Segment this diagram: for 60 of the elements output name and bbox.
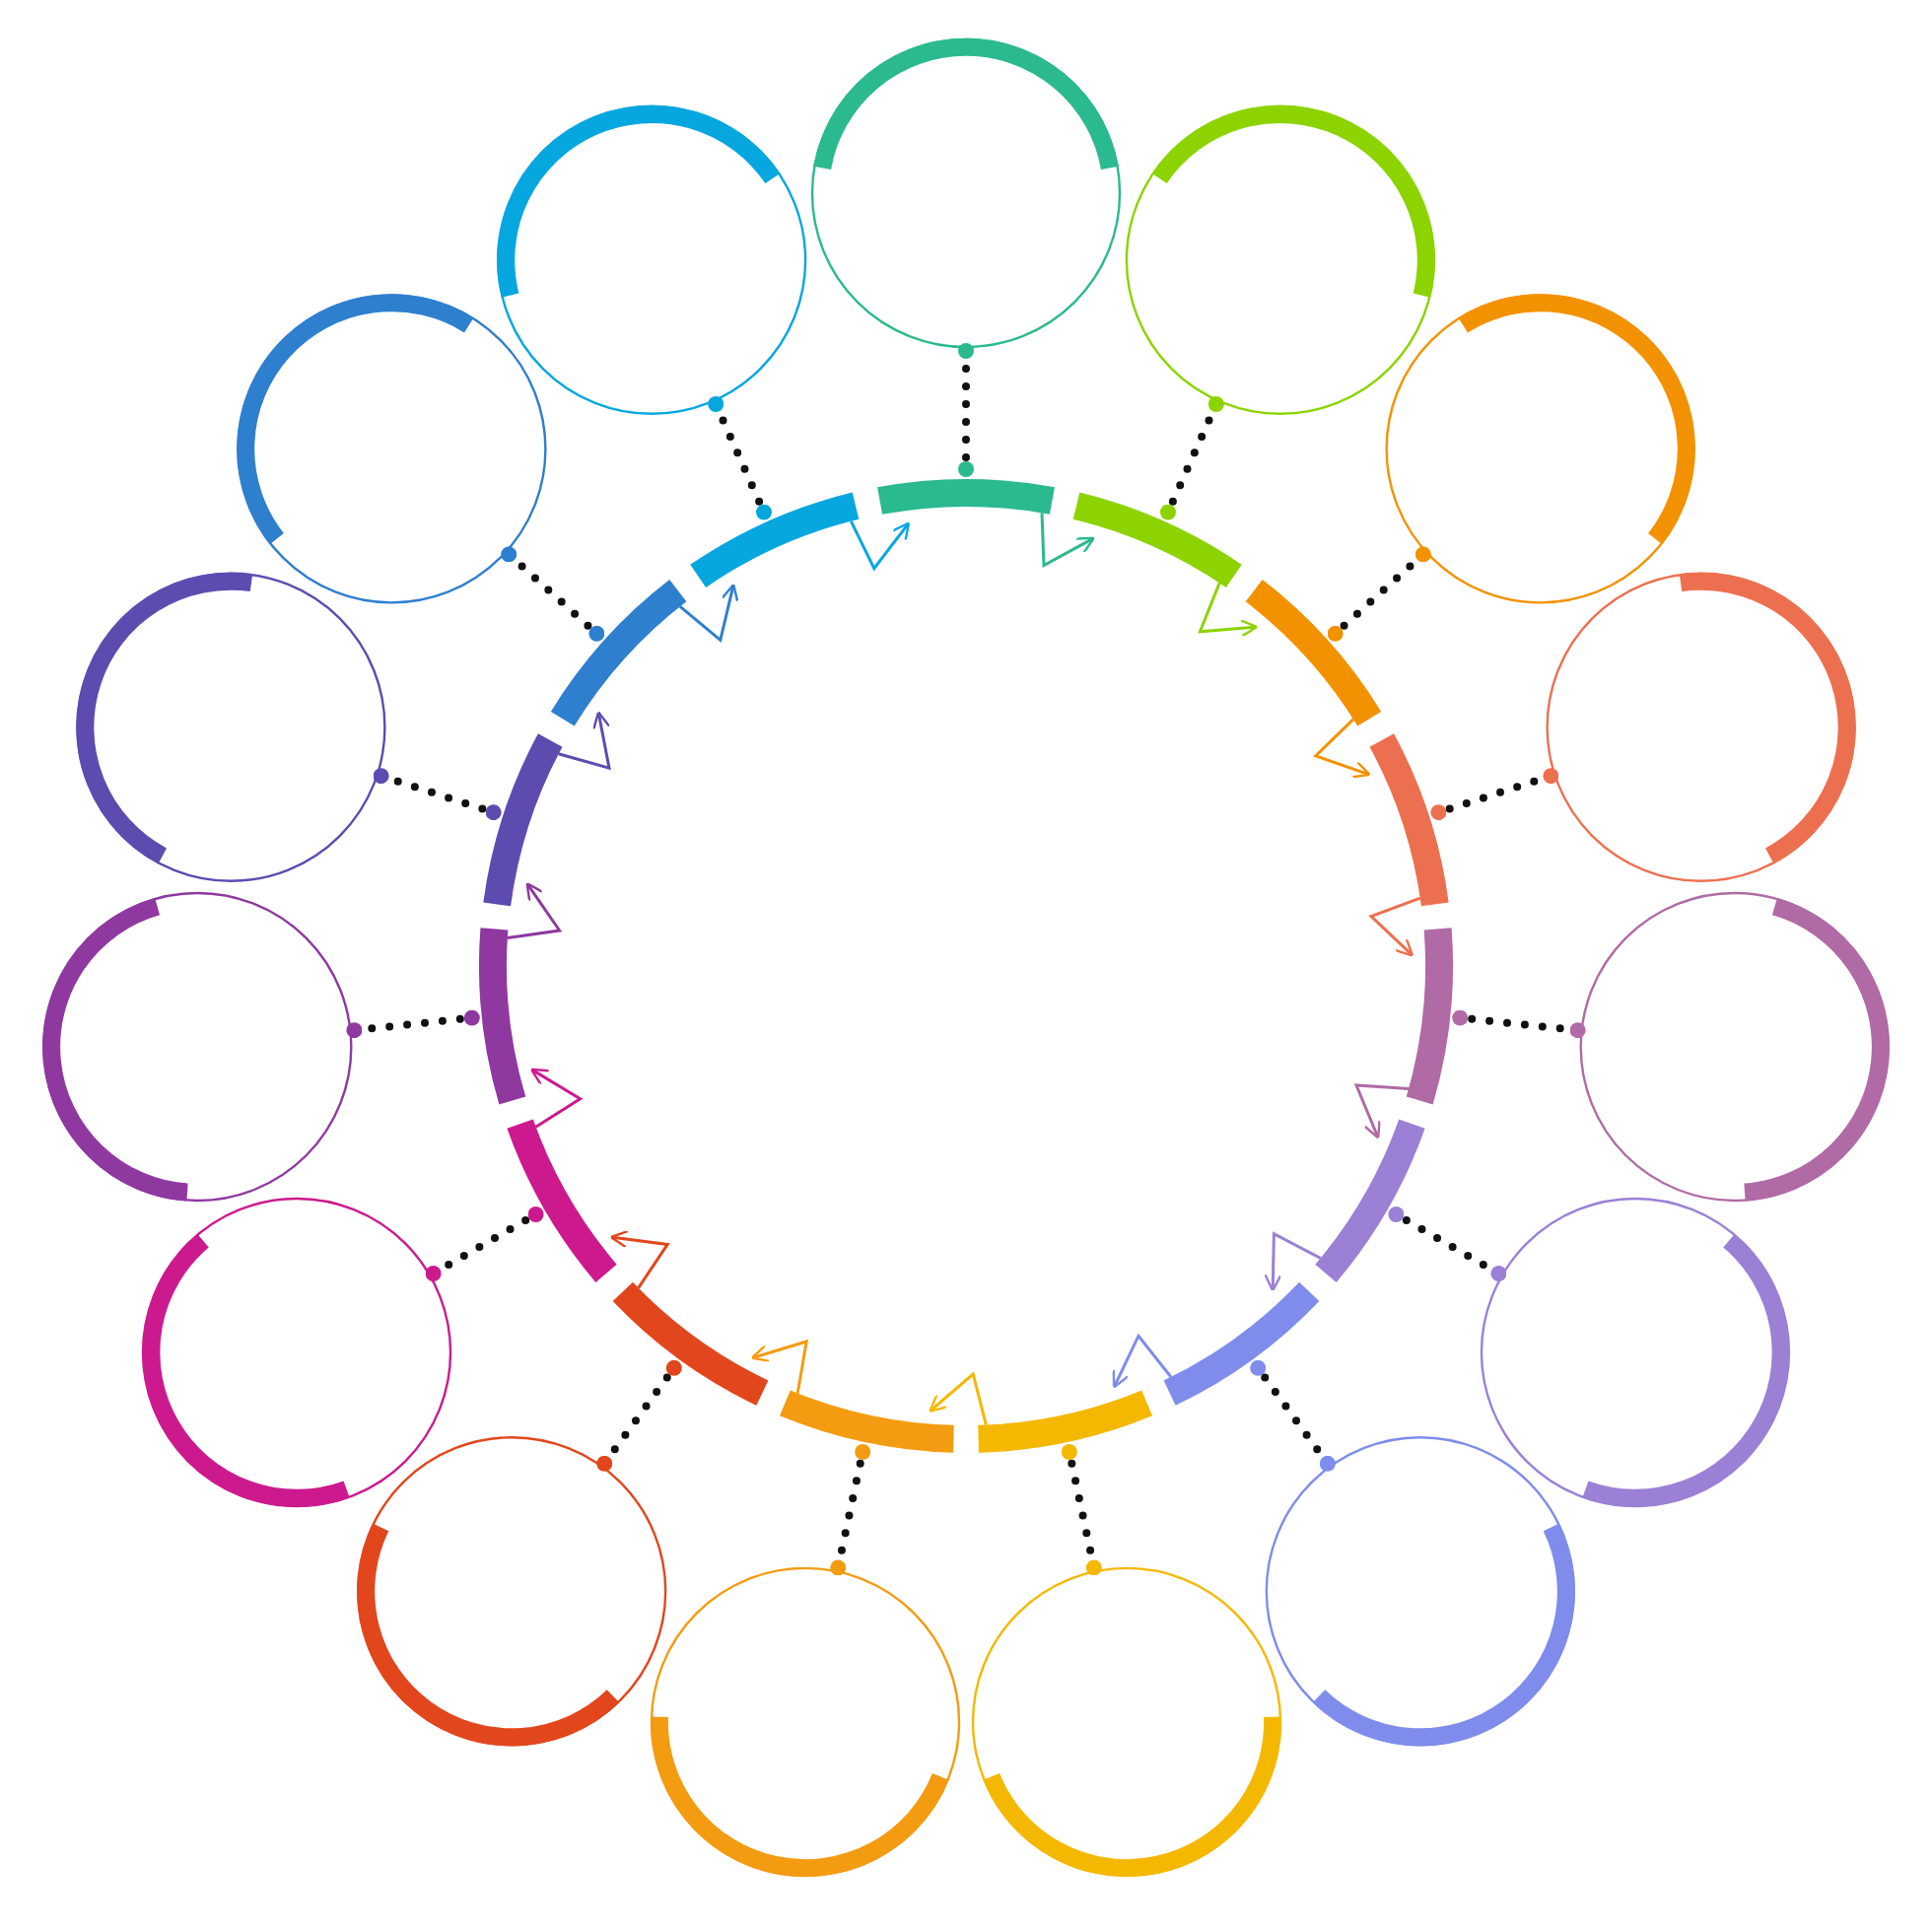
- arrow: [1368, 896, 1421, 957]
- arrow: [1313, 718, 1371, 779]
- dotted-connector: [501, 546, 605, 642]
- circle-frame: [237, 294, 547, 604]
- dotted-connector: [1388, 1207, 1507, 1281]
- arrow: [750, 1339, 809, 1394]
- circle-frame: [357, 1436, 667, 1747]
- dotted-connector: [373, 768, 502, 821]
- ring-segment: [1245, 580, 1381, 727]
- ring-segment: [1406, 928, 1453, 1104]
- circle-frame: [496, 104, 807, 415]
- dotted-connector: [1250, 1359, 1336, 1472]
- ring-segment: [877, 479, 1055, 515]
- arrow: [507, 882, 563, 940]
- dotted-connector: [708, 396, 772, 520]
- arrow: [609, 1229, 670, 1289]
- ring-segment: [1163, 1281, 1319, 1406]
- circle-frame: [1385, 294, 1695, 604]
- circle-frame: [971, 1566, 1282, 1878]
- arrow: [1353, 1083, 1410, 1139]
- arrow: [1112, 1333, 1173, 1389]
- ring-segment: [1072, 492, 1242, 588]
- ring-segment: [479, 928, 526, 1104]
- dotted-connector: [596, 1359, 682, 1472]
- ring-segment: [507, 1118, 618, 1282]
- circle-frame: [42, 891, 353, 1203]
- circle-frame: [1265, 1436, 1575, 1747]
- circle-frame: [1480, 1197, 1791, 1508]
- dotted-connector: [1452, 1009, 1586, 1039]
- ring-segment: [780, 1390, 955, 1453]
- dotted-connector: [830, 1444, 871, 1576]
- arrow: [1198, 582, 1259, 638]
- circle-frame: [810, 37, 1122, 349]
- ring-segment: [977, 1390, 1152, 1453]
- ring-segment: [613, 1281, 769, 1406]
- circle-frame: [141, 1197, 452, 1508]
- dotted-connector: [1430, 768, 1559, 821]
- ring-segment: [1314, 1118, 1425, 1282]
- ring-segment: [690, 492, 860, 588]
- arrow: [929, 1371, 988, 1425]
- circle-frame: [1125, 104, 1436, 415]
- ring-segment: [1369, 733, 1449, 907]
- arrow: [529, 1068, 584, 1129]
- ring-segment: [551, 580, 687, 727]
- arrow: [850, 520, 911, 572]
- ring-segment: [483, 733, 563, 907]
- arrow: [558, 711, 611, 771]
- circle-frame: [1579, 891, 1890, 1203]
- circle-frame: [650, 1566, 961, 1878]
- arrow: [679, 583, 739, 644]
- dotted-connector: [1160, 396, 1224, 520]
- dotted-connector: [425, 1207, 544, 1281]
- arrow: [1264, 1231, 1322, 1292]
- dotted-connector: [958, 343, 974, 477]
- arrow: [1040, 513, 1095, 569]
- dotted-connector: [346, 1009, 480, 1039]
- circle-frame: [76, 572, 386, 882]
- circle-frame: [1546, 572, 1856, 882]
- dotted-connector: [1327, 546, 1431, 642]
- dotted-connector: [1061, 1444, 1102, 1576]
